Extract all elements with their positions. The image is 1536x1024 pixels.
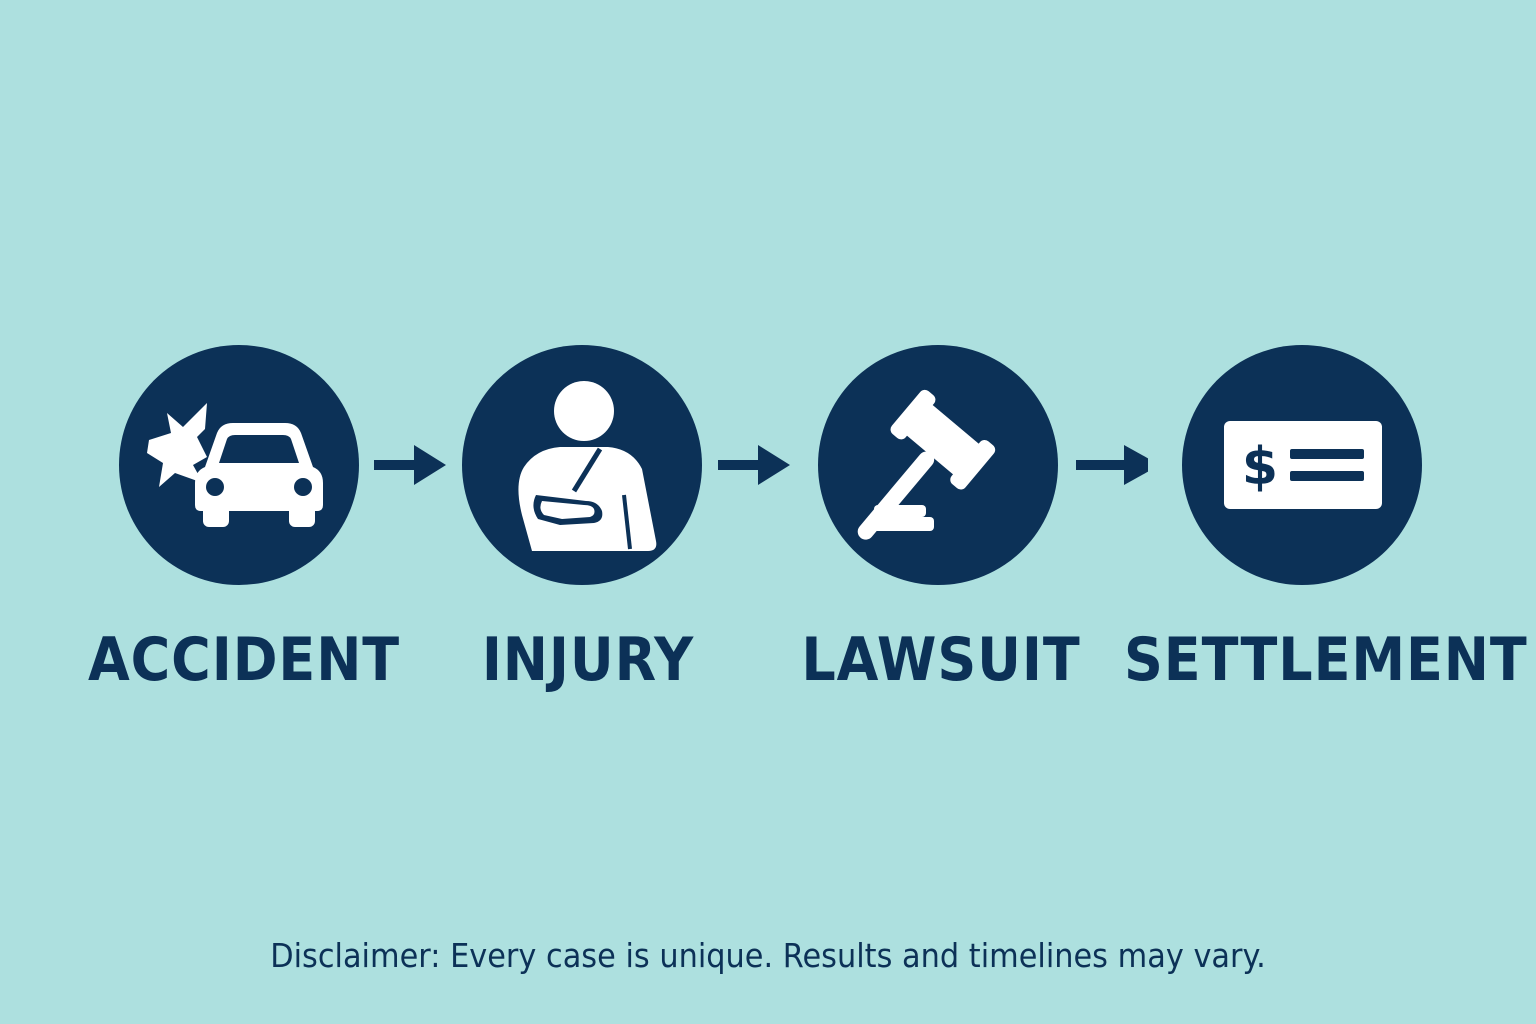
step-lawsuit-circle [818,345,1058,585]
step-label-accident: ACCIDENT [87,625,401,695]
step-label-injury: INJURY [481,625,695,695]
step-label-lawsuit: LAWSUIT [801,625,1081,695]
step-accident-circle [119,345,359,585]
step-injury-circle [462,345,702,585]
dollar-sign-icon: $ [1242,437,1278,497]
car-crash-icon [147,403,323,527]
gavel-icon [857,389,996,540]
disclaimer-text: Disclaimer: Every case is unique. Result… [270,936,1266,975]
arrow-right-icon [1076,445,1148,485]
arrow-right-icon [374,445,446,485]
step-label-settlement: SETTLEMENT [1124,625,1528,695]
injured-person-sling-icon [518,381,657,551]
step-settlement-circle: $ [1182,345,1422,585]
arrow-right-icon [718,445,790,485]
check-dollar-icon: $ [1224,421,1382,509]
